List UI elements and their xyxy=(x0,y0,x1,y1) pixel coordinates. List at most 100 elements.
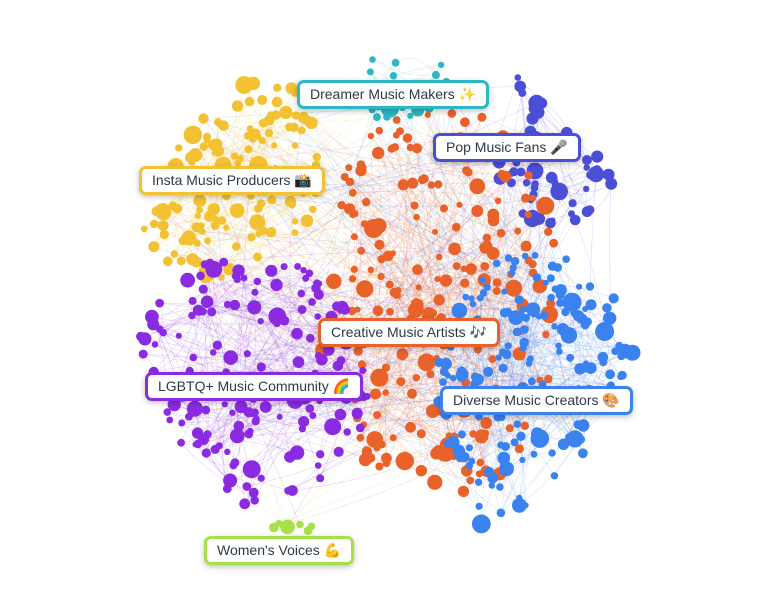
node-lgbtq[interactable] xyxy=(166,416,174,424)
node-creative[interactable] xyxy=(375,462,384,471)
node-insta[interactable] xyxy=(309,205,317,214)
node-creative[interactable] xyxy=(546,298,556,308)
node-women[interactable] xyxy=(269,522,279,533)
node-creative[interactable] xyxy=(417,353,436,372)
node-diverse[interactable] xyxy=(548,449,556,457)
node-lgbtq[interactable] xyxy=(209,349,217,356)
node-lgbtq[interactable] xyxy=(138,349,148,359)
node-pop[interactable] xyxy=(583,185,590,193)
node-insta[interactable] xyxy=(229,203,245,219)
node-creative[interactable] xyxy=(345,177,355,187)
node-creative[interactable] xyxy=(457,485,470,498)
node-lgbtq[interactable] xyxy=(230,458,240,467)
node-insta[interactable] xyxy=(193,194,207,208)
node-diverse[interactable] xyxy=(479,276,487,284)
node-creative[interactable] xyxy=(510,284,520,294)
node-diverse[interactable] xyxy=(530,450,538,458)
cluster-label-lgbtq[interactable]: LGBTQ+ Music Community 🌈 xyxy=(145,372,364,401)
node-lgbtq[interactable] xyxy=(316,474,325,483)
node-pop[interactable] xyxy=(585,205,595,215)
node-diverse[interactable] xyxy=(510,438,519,447)
node-creative[interactable] xyxy=(480,262,490,271)
node-pop[interactable] xyxy=(528,103,540,114)
node-lgbtq[interactable] xyxy=(198,284,208,294)
node-creative[interactable] xyxy=(371,230,379,238)
node-creative[interactable] xyxy=(396,348,409,361)
node-creative[interactable] xyxy=(356,280,374,298)
node-diverse[interactable] xyxy=(444,372,451,379)
node-creative[interactable] xyxy=(349,275,357,283)
cluster-label-women[interactable]: Women's Voices 💪 xyxy=(204,536,355,565)
node-creative[interactable] xyxy=(425,404,440,418)
node-creative[interactable] xyxy=(387,144,396,153)
node-lgbtq[interactable] xyxy=(224,448,231,455)
node-diverse[interactable] xyxy=(457,373,466,383)
node-lgbtq[interactable] xyxy=(188,296,197,305)
node-pop[interactable] xyxy=(583,164,590,171)
node-lgbtq[interactable] xyxy=(223,300,232,309)
node-insta[interactable] xyxy=(247,232,256,242)
node-insta[interactable] xyxy=(235,76,254,94)
node-insta[interactable] xyxy=(198,113,209,124)
node-pop[interactable] xyxy=(569,214,581,226)
node-diverse[interactable] xyxy=(502,349,512,360)
node-lgbtq[interactable] xyxy=(292,356,305,368)
node-diverse[interactable] xyxy=(498,413,506,422)
node-diverse[interactable] xyxy=(556,348,563,355)
node-creative[interactable] xyxy=(367,266,375,274)
node-diverse[interactable] xyxy=(474,478,483,486)
node-creative[interactable] xyxy=(366,431,384,448)
node-diverse[interactable] xyxy=(526,302,541,317)
node-lgbtq[interactable] xyxy=(298,425,306,433)
node-insta[interactable] xyxy=(210,220,220,230)
node-diverse[interactable] xyxy=(479,289,488,297)
node-diverse[interactable] xyxy=(512,327,522,337)
node-diverse[interactable] xyxy=(576,435,586,444)
node-dreamer[interactable] xyxy=(369,56,376,63)
node-lgbtq[interactable] xyxy=(305,269,314,278)
node-insta[interactable] xyxy=(231,152,239,160)
node-lgbtq[interactable] xyxy=(259,401,272,413)
cluster-label-insta[interactable]: Insta Music Producers 📸 xyxy=(139,166,325,195)
node-creative[interactable] xyxy=(542,330,550,339)
node-creative[interactable] xyxy=(466,476,475,485)
node-creative[interactable] xyxy=(460,117,470,128)
node-insta[interactable] xyxy=(154,203,172,220)
node-lgbtq[interactable] xyxy=(273,320,281,328)
node-creative[interactable] xyxy=(452,222,461,232)
node-creative[interactable] xyxy=(524,171,533,180)
node-lgbtq[interactable] xyxy=(197,433,210,446)
node-insta[interactable] xyxy=(162,256,173,267)
node-creative[interactable] xyxy=(520,240,532,252)
node-lgbtq[interactable] xyxy=(223,473,238,488)
node-creative[interactable] xyxy=(381,363,391,372)
node-diverse[interactable] xyxy=(483,283,491,291)
node-lgbtq[interactable] xyxy=(201,405,211,415)
node-creative[interactable] xyxy=(460,265,468,273)
node-diverse[interactable] xyxy=(443,439,452,448)
node-lgbtq[interactable] xyxy=(359,366,367,375)
node-creative[interactable] xyxy=(424,111,431,118)
node-lgbtq[interactable] xyxy=(243,350,251,358)
node-creative[interactable] xyxy=(520,421,529,430)
node-diverse[interactable] xyxy=(554,284,567,297)
node-creative[interactable] xyxy=(499,170,512,183)
node-diverse[interactable] xyxy=(519,337,529,348)
node-lgbtq[interactable] xyxy=(256,362,266,372)
node-creative[interactable] xyxy=(358,453,372,467)
node-creative[interactable] xyxy=(405,421,416,433)
node-insta[interactable] xyxy=(188,148,203,162)
node-lgbtq[interactable] xyxy=(167,398,181,412)
node-diverse[interactable] xyxy=(555,342,562,349)
node-creative[interactable] xyxy=(348,188,357,197)
node-dreamer[interactable] xyxy=(366,68,374,76)
node-creative[interactable] xyxy=(355,165,367,177)
node-diverse[interactable] xyxy=(457,430,466,439)
node-insta[interactable] xyxy=(202,132,212,142)
node-dreamer[interactable] xyxy=(431,70,440,79)
node-diverse[interactable] xyxy=(550,472,559,480)
node-pop[interactable] xyxy=(530,184,539,192)
node-creative[interactable] xyxy=(392,116,401,124)
node-creative[interactable] xyxy=(351,210,359,218)
node-diverse[interactable] xyxy=(560,327,578,344)
